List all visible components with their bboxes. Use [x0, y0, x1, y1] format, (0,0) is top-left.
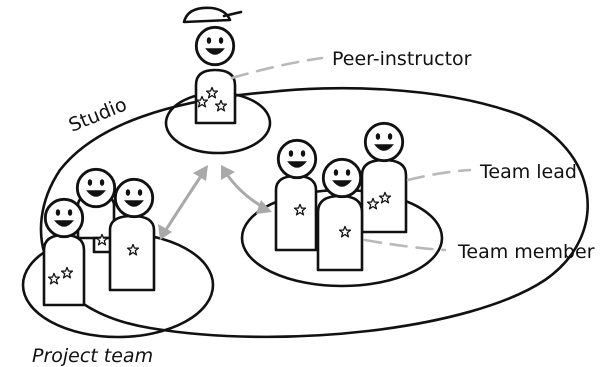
label-peer-instructor: Peer-instructor — [332, 48, 472, 70]
peer-instructor-figure — [182, 6, 243, 125]
label-studio: Studio — [66, 94, 130, 137]
label-project-team: Project team — [32, 345, 153, 367]
leader-peer-instructor — [230, 56, 324, 80]
leader-team-member — [363, 238, 447, 252]
project-lead-figure — [42, 197, 86, 307]
team-lead-figure — [360, 121, 408, 234]
arrow-project-to-instructor — [158, 165, 208, 240]
label-team-lead: Team lead — [479, 161, 577, 183]
team-member-figure — [274, 138, 318, 252]
arrow-instructor-to-team — [221, 165, 272, 214]
project-member-figure — [75, 167, 117, 240]
label-team-member: Team member — [457, 241, 595, 263]
cap-icon — [182, 6, 243, 24]
project-member-figure — [108, 177, 156, 292]
leader-team-lead — [406, 168, 472, 182]
studio-region — [39, 86, 589, 339]
team-member-figure — [316, 157, 364, 272]
